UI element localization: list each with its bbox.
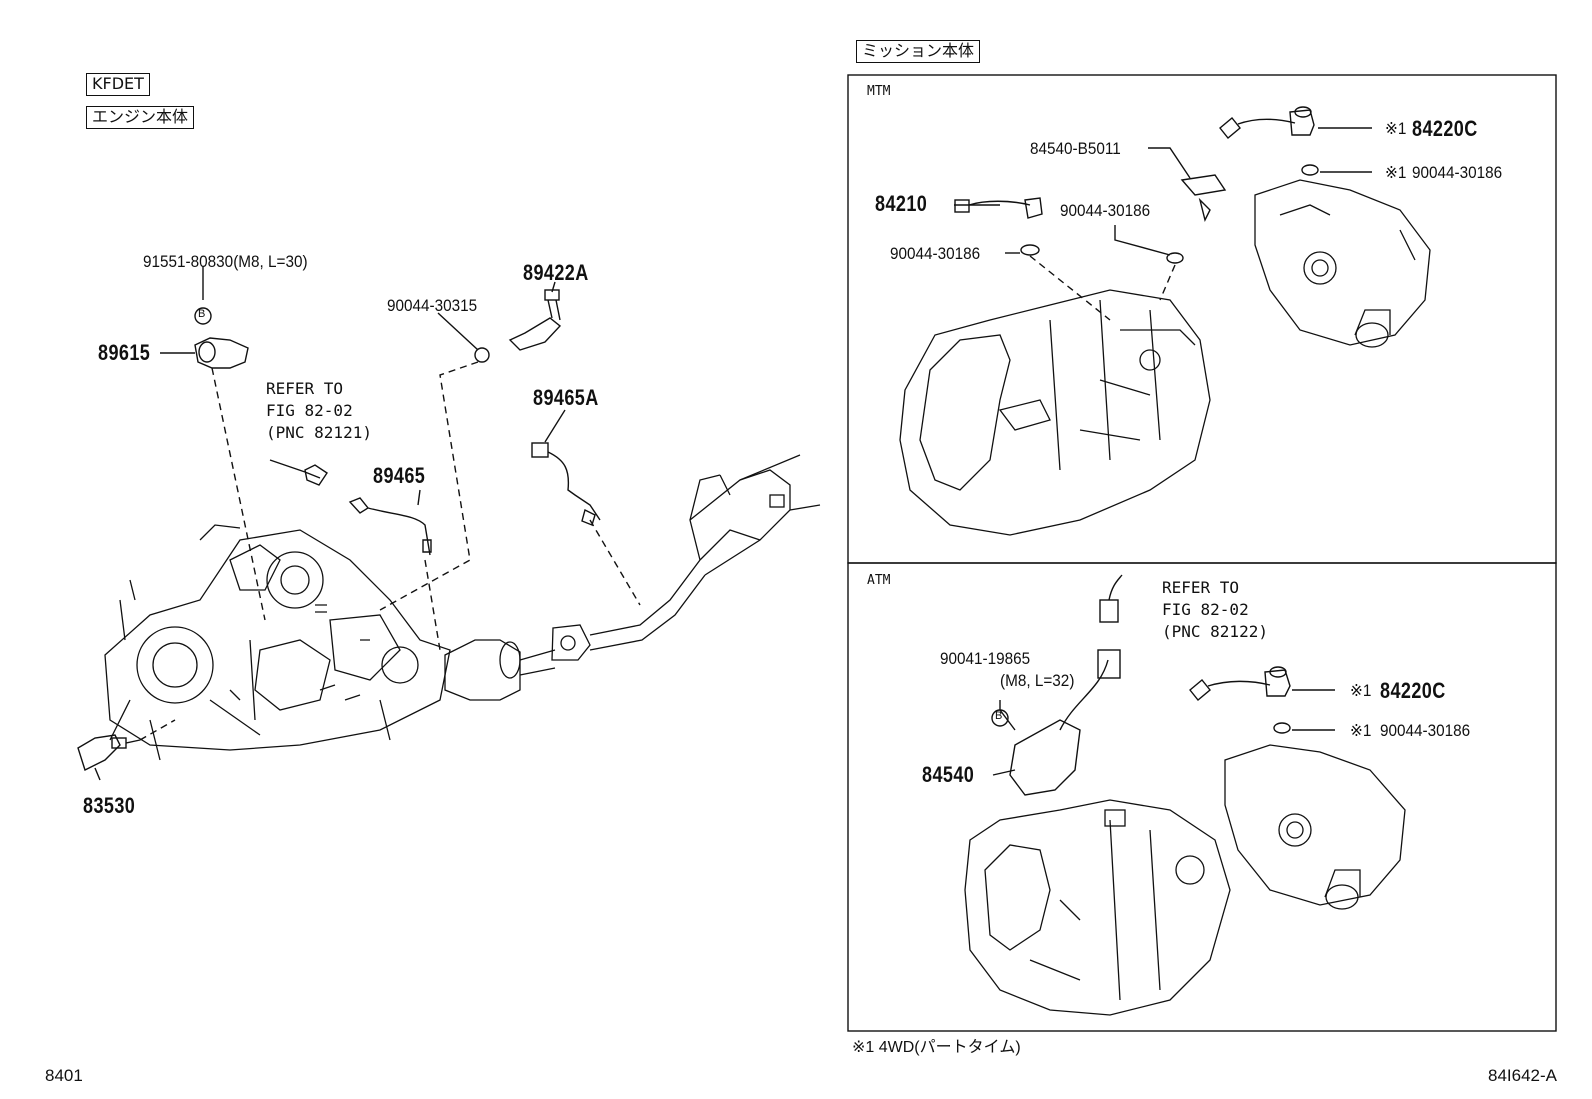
atm-transmission-drawing	[964, 799, 1231, 1016]
transmission-body-tag: ミッション本体	[856, 40, 981, 63]
part-89465-label: 89465	[373, 463, 426, 488]
footnote-4wd: ※1 4WD(パートタイム)	[852, 1039, 1021, 1056]
mtm-washer-drawing-3	[1166, 252, 1184, 264]
atm-transfer-case-drawing	[1224, 744, 1406, 910]
mtm-transfer-case-drawing	[1254, 179, 1431, 348]
part-91551-spec: (M8, L=30)	[233, 252, 308, 271]
note-mark-atm-2: ※1	[1350, 721, 1372, 740]
leader-lines-mtm	[1029, 255, 1176, 321]
refer-note-82122-line3: (PNC 82122)	[1162, 622, 1268, 641]
sensor-89465a-drawing	[531, 442, 601, 526]
mtm-washer-drawing-1	[1301, 164, 1319, 176]
mtm-panel-frame	[847, 74, 1557, 564]
part-90041-19865-spec: (M8, L=32)	[1000, 671, 1075, 690]
b-mark-atm: B	[995, 710, 1003, 722]
part-91551-label: 91551-80830(M8, L=30)	[143, 253, 308, 270]
exhaust-pipe-drawing	[444, 454, 821, 701]
b-mark-left: B	[198, 308, 206, 320]
part-90044-30186-atm-label: 90044-30186	[1380, 721, 1471, 740]
note-mark-mtm-2: ※1	[1385, 163, 1407, 182]
part-89615-label: 89615	[98, 340, 151, 365]
part-83530-label: 83530	[83, 793, 136, 818]
refer-note-82122-line1: REFER TO	[1162, 578, 1240, 597]
part-91551-number: 91551-80830	[143, 252, 234, 271]
part-84540-b5011-label: 84540-B5011	[1030, 139, 1121, 158]
refer-note-82121-line3: (PNC 82121)	[266, 423, 372, 442]
solid-leaders-mtm	[954, 127, 1372, 256]
note-mark-atm-1: ※1	[1350, 681, 1372, 700]
solid-leaders-atm	[992, 689, 1335, 776]
b-mark-circle-left	[194, 307, 212, 325]
figure-id: 84I642-A	[1488, 1066, 1557, 1085]
mtm-sensor-84220c-drawing	[1219, 106, 1315, 139]
part-84210-label: 84210	[875, 191, 928, 216]
solid-leaders-left	[94, 266, 566, 781]
mtm-transmission-drawing	[899, 289, 1211, 536]
part-90044-30186-mtm-left-label: 90044-30186	[890, 244, 981, 263]
mtm-washer-drawing-2	[1020, 244, 1040, 256]
sensor-83530-drawing	[77, 734, 141, 771]
part-90041-19865-label: 90041-19865	[940, 649, 1031, 668]
mtm-sensor-84210-drawing	[954, 197, 1043, 219]
part-89465a-label: 89465A	[533, 385, 599, 410]
b-mark-circle-atm	[991, 709, 1009, 727]
part-90044-30186-mtm-right-label: 90044-30186	[1412, 163, 1503, 182]
engine-body-tag: エンジン本体	[86, 106, 195, 129]
engine-model-tag: KFDET	[86, 73, 150, 96]
atm-panel-title: ATM	[867, 573, 891, 588]
atm-switch-84540-drawing	[1009, 574, 1123, 796]
page-code: 8401	[45, 1066, 83, 1085]
mtm-sensor-84540-b5011-drawing	[1180, 174, 1227, 223]
leader-lines-left	[139, 361, 641, 741]
note-mark-mtm-1: ※1	[1385, 119, 1407, 138]
atm-washer-drawing	[1273, 722, 1291, 734]
sensor-89615-drawing	[194, 337, 249, 369]
refer-note-82121-line1: REFER TO	[266, 379, 344, 398]
refer-note-82121: REFER TO FIG 82-02 (PNC 82121)	[266, 378, 372, 444]
sensor-89422a-drawing	[508, 289, 562, 351]
mtm-panel-title: MTM	[867, 84, 891, 99]
part-84220c-atm-label: 84220C	[1380, 678, 1446, 703]
refer-note-82122-line2: FIG 82-02	[1162, 600, 1249, 619]
part-90044-30186-mtm-center-label: 90044-30186	[1060, 201, 1151, 220]
refer-note-82121-line2: FIG 82-02	[266, 401, 353, 420]
part-90044-30315-label: 90044-30315	[387, 296, 478, 315]
engine-block-drawing	[104, 524, 451, 761]
sensor-89465-drawing	[269, 459, 432, 556]
washer-90044-30315-drawing	[474, 347, 490, 363]
part-89422a-label: 89422A	[523, 260, 589, 285]
atm-sensor-84220c-drawing	[1189, 666, 1291, 701]
part-84540-label: 84540	[922, 762, 975, 787]
atm-panel-frame	[847, 562, 1557, 1032]
refer-note-82122: REFER TO FIG 82-02 (PNC 82122)	[1162, 577, 1268, 643]
part-84220c-mtm-label: 84220C	[1412, 116, 1478, 141]
